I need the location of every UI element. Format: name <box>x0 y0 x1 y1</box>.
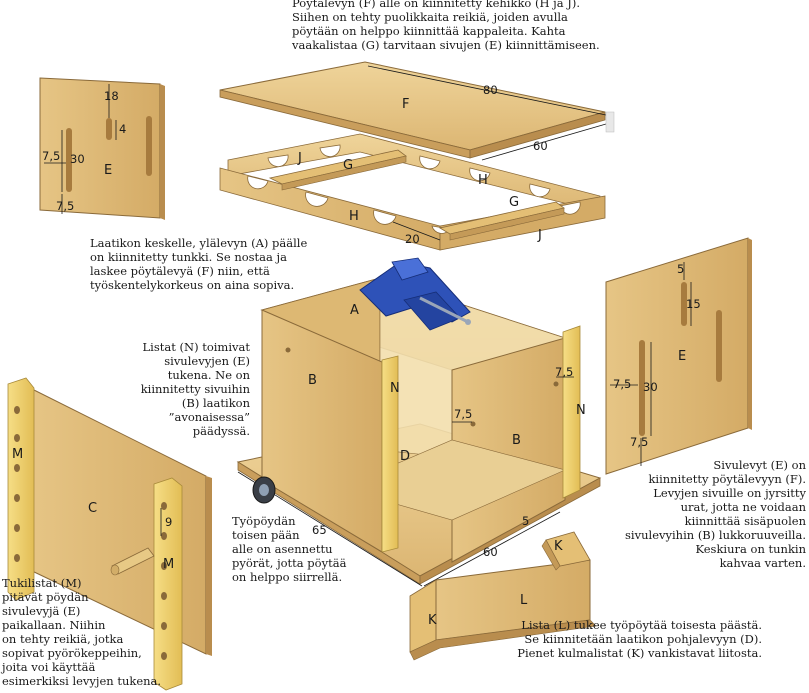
label-n-right: N <box>576 403 586 418</box>
label-g-front: G <box>509 195 519 210</box>
label-j-front: J <box>537 228 542 243</box>
dim-60-top: 60 <box>533 139 548 153</box>
dim-7-5-right-a: 7,5 <box>613 377 631 391</box>
label-n-left: N <box>390 381 400 396</box>
dim-15: 15 <box>686 297 701 311</box>
label-l: L <box>520 593 528 608</box>
label-h-back: H <box>478 173 488 188</box>
label-g-back: G <box>343 158 353 173</box>
frame-hj: J G H G H J 20 <box>219 133 606 251</box>
dim-7-5-box-a: 7,5 <box>555 365 573 379</box>
label-m-left: M <box>12 447 23 462</box>
caption-side-panels: Sivulevyt (E) on kiinnitetty pöytälevyyn… <box>625 458 806 570</box>
dim-7-5-box-b: 7,5 <box>454 407 472 421</box>
label-e-right: E <box>678 349 686 364</box>
side-panel-e-right: 5 15 30 7,5 7,5 E <box>605 237 752 475</box>
dim-4: 4 <box>119 122 126 136</box>
caption-batten-l: Lista (L) tukee työpöytää toisesta pääst… <box>517 618 762 660</box>
label-m-right: M <box>163 557 174 572</box>
batten-assembly: K K L <box>409 531 597 661</box>
jack-icon <box>359 257 471 331</box>
label-c: C <box>88 501 97 516</box>
base-box: A B B D N N 7,5 7,5 65 60 5 <box>236 277 602 587</box>
caption-tabletop: Pöytälevyn (F) alle on kiinnitetty kehik… <box>292 0 600 52</box>
dim-60-base: 60 <box>483 545 498 559</box>
label-b-right: B <box>512 433 521 448</box>
label-k-right: K <box>554 539 563 554</box>
dim-7-5-right-b: 7,5 <box>630 435 648 449</box>
caption-slats-n: Listat (N) toimivat sivulevyjen (E) tuke… <box>140 340 250 438</box>
dim-18: 18 <box>104 89 119 103</box>
dim-5-base: 5 <box>522 514 529 528</box>
dim-5-right: 5 <box>677 262 684 276</box>
support-assembly: 9 C M M <box>7 377 212 691</box>
dim-7-5-left-a: 7,5 <box>42 149 60 163</box>
label-d: D <box>400 449 410 464</box>
dim-30-left: 30 <box>70 152 85 166</box>
label-h-front: H <box>349 209 359 224</box>
side-panel-e-left: 18 4 7,5 30 7,5 E <box>39 77 165 220</box>
dim-7-5-left-b: 7,5 <box>56 199 74 213</box>
label-j-back: J <box>297 151 302 166</box>
dim-9: 9 <box>165 515 172 529</box>
label-b-left: B <box>308 373 317 388</box>
tabletop-f: F 80 60 <box>219 61 615 161</box>
dim-30-right: 30 <box>643 380 658 394</box>
label-e-left: E <box>104 163 112 178</box>
label-a: A <box>350 303 359 318</box>
dim-20: 20 <box>405 232 420 246</box>
wheel-icon <box>252 476 276 504</box>
label-k-left: K <box>428 613 437 628</box>
dim-65: 65 <box>312 523 327 537</box>
caption-wheels: Työpöydän toisen pään alle on asennettu … <box>232 514 347 584</box>
label-f: F <box>402 97 409 112</box>
dim-80: 80 <box>483 83 498 97</box>
caption-support-m: Tukilistat (M) pitävät pöydän sivulevyjä… <box>2 576 162 688</box>
caption-jack: Laatikon keskelle, ylälevyn (A) päälle o… <box>90 236 308 292</box>
